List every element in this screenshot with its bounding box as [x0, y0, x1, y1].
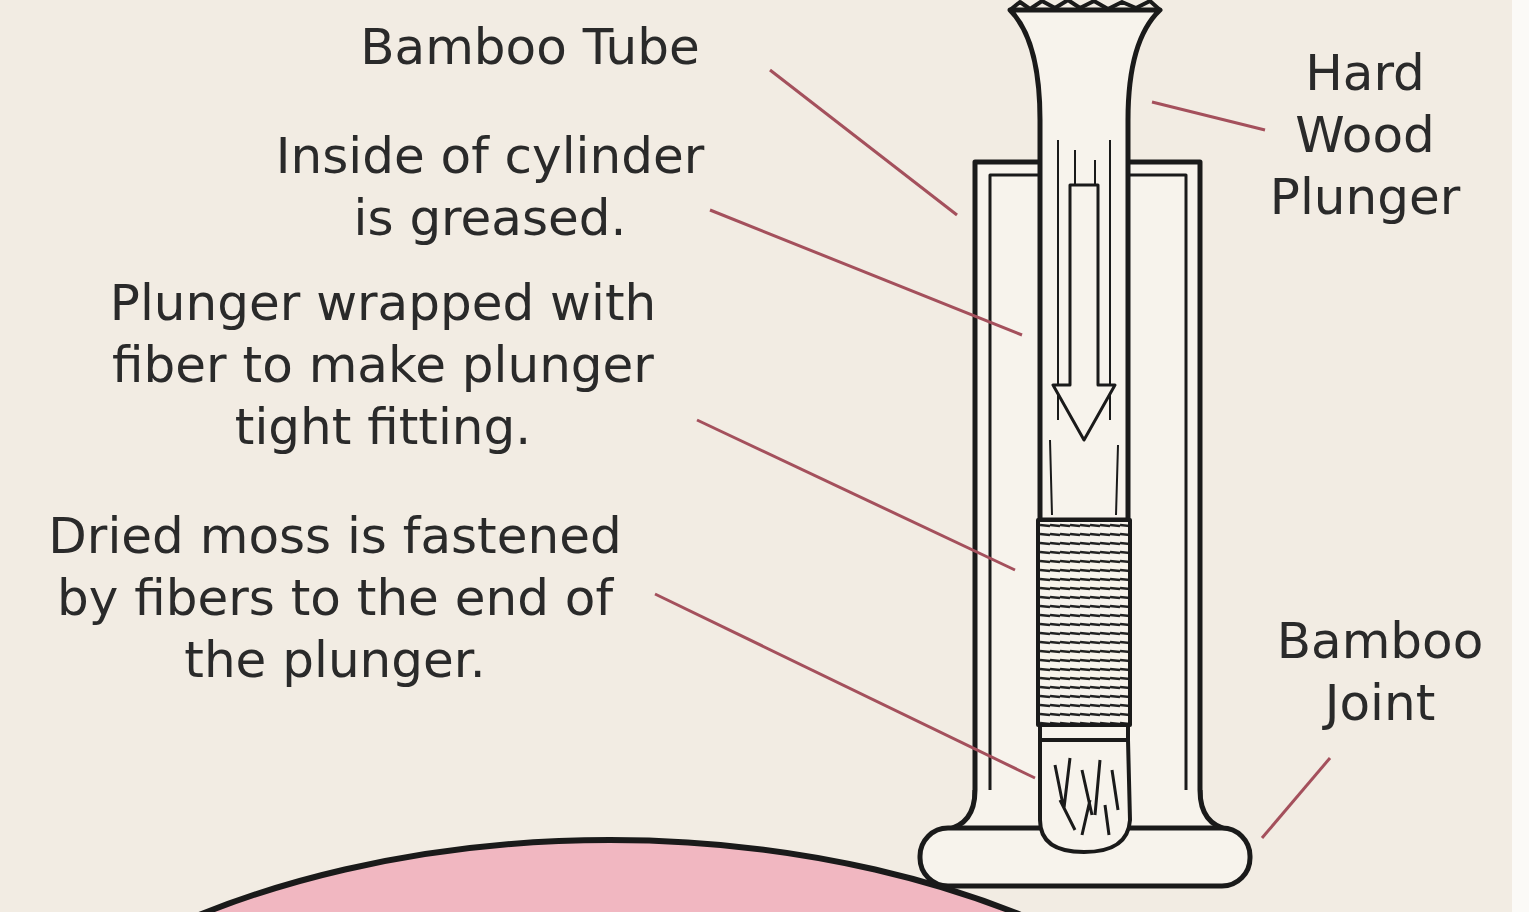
- bamboo-joint-label: Bamboo Joint: [1250, 610, 1510, 734]
- fiber-wrap-note: Plunger wrapped with fiber to make plung…: [83, 272, 683, 458]
- plunger-label: Hard Wood Plunger: [1245, 42, 1485, 228]
- leader-lines: [655, 70, 1330, 838]
- page-edge: [1512, 0, 1529, 912]
- greased-note: Inside of cylinder is greased.: [262, 125, 718, 249]
- wood-plunger: [1010, 0, 1160, 852]
- bamboo-cylinder: [920, 162, 1250, 886]
- bamboo-tube-label: Bamboo Tube: [300, 16, 760, 78]
- moss-note: Dried moss is fastened by fibers to the …: [30, 505, 640, 691]
